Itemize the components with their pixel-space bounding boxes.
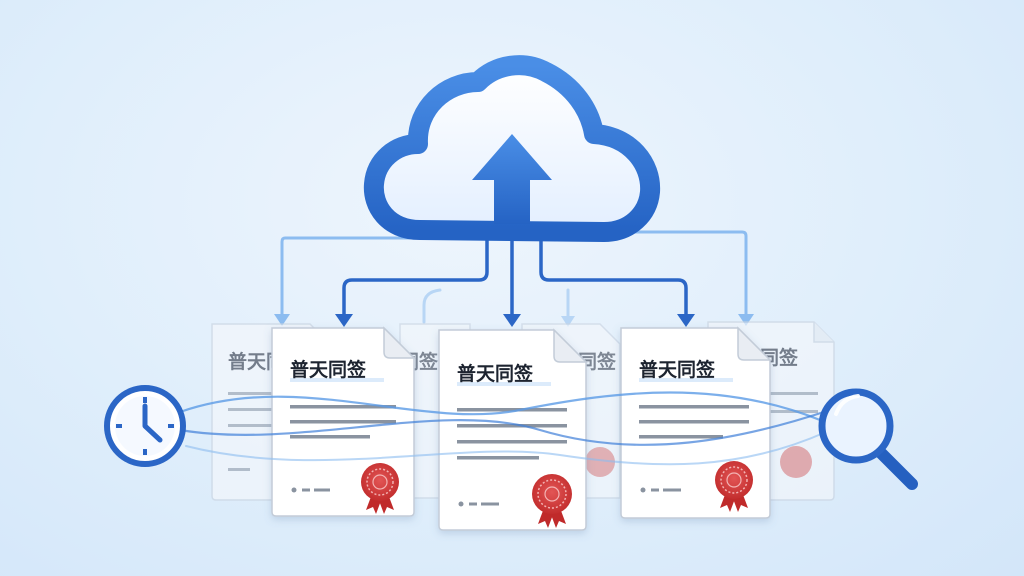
- seal-icon: [585, 447, 615, 477]
- clock-icon: [104, 385, 186, 467]
- search-icon: [818, 388, 918, 490]
- document-front-2-title: 普天同签: [457, 362, 534, 385]
- connector-main-left: [342, 226, 489, 320]
- seal-icon: [780, 446, 812, 478]
- seal-icon: [532, 474, 572, 528]
- arrowhead-main-center: [503, 314, 521, 327]
- connector-faint-1: [422, 288, 442, 324]
- arrowhead-faint-2: [561, 316, 575, 327]
- connector-lines: [274, 224, 754, 327]
- flow-curves: [178, 391, 832, 466]
- document-front-3-lines: [639, 405, 749, 493]
- document-front-3-title: 普天同签: [639, 358, 716, 381]
- document-front-1-lines: [290, 405, 396, 493]
- seal-icon: [715, 461, 753, 512]
- document-front-1-title: 普天同签: [290, 358, 367, 381]
- connector-outer-left: [280, 236, 412, 320]
- connector-outer-right: [618, 230, 748, 320]
- arrowhead-main-left: [335, 314, 353, 327]
- document-front-2-lines: [457, 408, 567, 507]
- seal-icon: [361, 463, 399, 514]
- connector-main-right: [539, 226, 688, 320]
- arrowhead-main-right: [677, 314, 695, 327]
- arrowhead-outer-left: [274, 314, 290, 326]
- arrowhead-outer-right: [738, 314, 754, 326]
- cloud-upload-icon: [363, 55, 661, 242]
